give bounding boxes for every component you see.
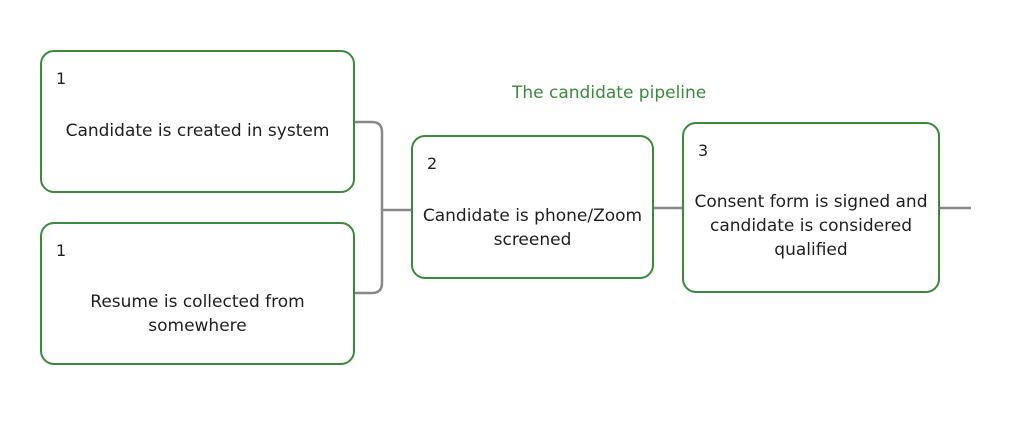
node-label: Consent form is signed and candidate is … [694, 192, 928, 260]
node-candidate-created[interactable]: 1 Candidate is created in system [40, 50, 355, 193]
node-label: Resume is collected from somewhere [90, 292, 305, 336]
node-step-number: 1 [56, 69, 67, 88]
node-step-number: 2 [427, 154, 438, 173]
diagram-title: The candidate pipeline [512, 83, 707, 103]
connector-bracket [355, 120, 384, 295]
node-step-number: 3 [698, 141, 709, 160]
node-step-number: 1 [56, 241, 67, 260]
node-label: Candidate is created in system [65, 121, 330, 141]
node-resume-collected[interactable]: 1 Resume is collected from somewhere [40, 222, 355, 365]
node-label: Candidate is phone/Zoom screened [422, 206, 643, 250]
node-phone-screened[interactable]: 2 Candidate is phone/Zoom screened [411, 135, 654, 279]
node-consent-signed[interactable]: 3 Consent form is signed and candidate i… [682, 122, 940, 293]
